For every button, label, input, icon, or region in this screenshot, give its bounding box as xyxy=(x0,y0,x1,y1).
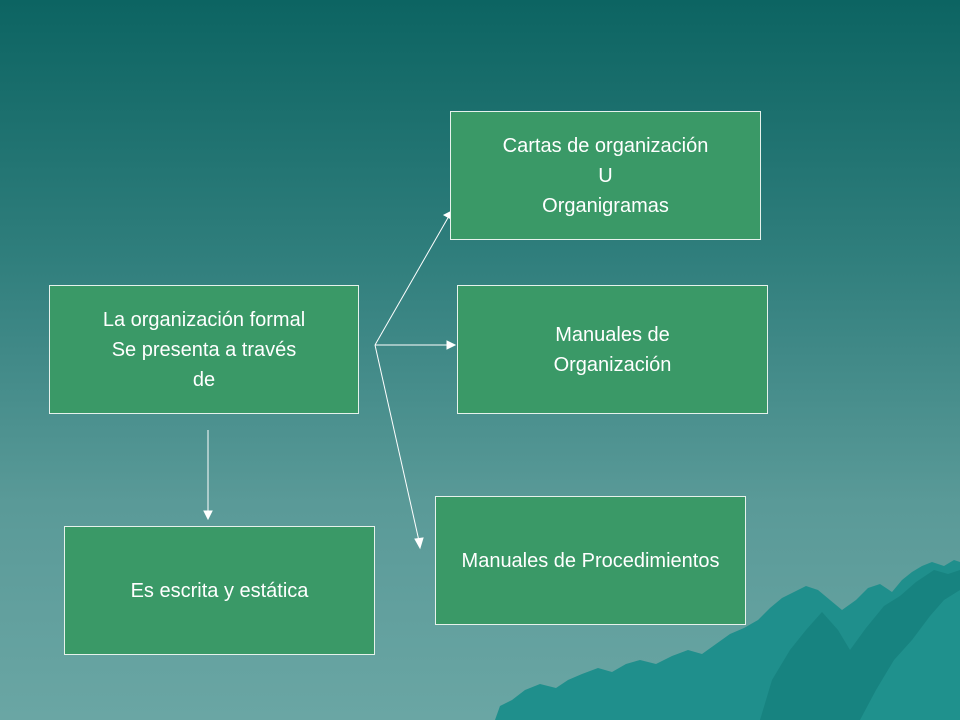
box-line: Manuales de xyxy=(555,323,670,346)
arrow-to-manuales-organizacion xyxy=(375,340,457,350)
organizacion-formal-box: La organización formal Se presenta a tra… xyxy=(49,285,359,414)
arrow-to-cartas xyxy=(374,210,453,346)
manuales-procedimientos-box: Manuales de Procedimientos xyxy=(435,496,746,625)
box-line: Es escrita y estática xyxy=(130,579,309,602)
box-line: de xyxy=(192,368,216,391)
escrita-estatica-box: Es escrita y estática xyxy=(64,526,375,655)
mountain-decoration xyxy=(495,560,960,720)
box-line: La organización formal xyxy=(102,308,306,331)
box-line: Organigramas xyxy=(542,194,669,217)
arrow-to-manuales-procedimientos xyxy=(374,344,424,550)
arrow-to-escrita xyxy=(203,430,213,521)
box-line: Cartas de organización xyxy=(502,134,709,157)
box-line: U xyxy=(598,164,613,187)
box-line: Se presenta a través xyxy=(111,338,297,361)
box-line: Manuales de Procedimientos xyxy=(461,550,720,572)
box-line: Organización xyxy=(553,353,672,376)
manuales-organizacion-box: Manuales de Organización xyxy=(457,285,768,414)
cartas-organigramas-box: Cartas de organización U Organigramas xyxy=(450,111,761,240)
